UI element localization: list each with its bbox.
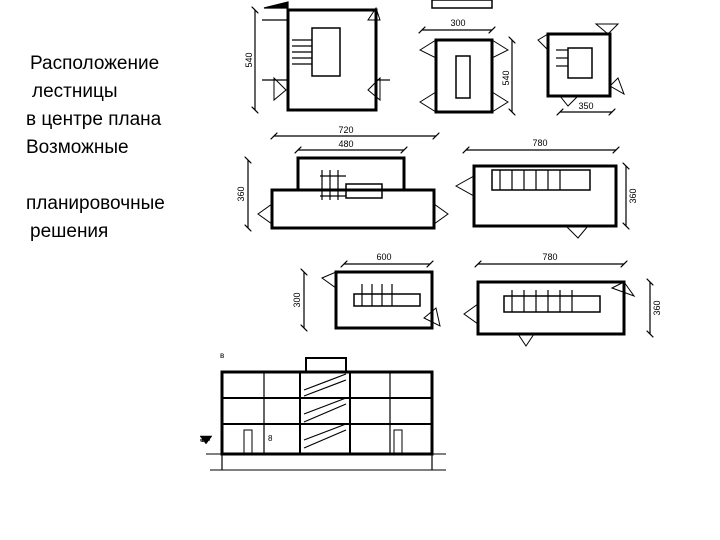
plan-4 [248, 136, 449, 228]
caption-line-2: лестницы [32, 81, 118, 102]
dim-plan2-height: 540 [501, 70, 511, 85]
caption-line-7: решения [30, 221, 109, 242]
caption-line-4: Возможные [26, 137, 129, 158]
dim-plan3-width: 350 [578, 101, 593, 111]
dim-plan6-height: 300 [292, 292, 302, 307]
dim-plan4-height: 360 [236, 186, 246, 201]
dim-plan5-width: 780 [532, 138, 547, 148]
section-label-b: 8 [268, 434, 273, 443]
dim-plan4-inner: 480 [338, 139, 353, 149]
caption-line-3: в центре плана [26, 109, 162, 130]
plan-3 [537, 23, 625, 112]
section-mark: 1 [200, 435, 205, 444]
dim-plan4-outer: 720 [338, 125, 353, 135]
section-label-a: в [220, 351, 224, 360]
dimension-labels: 540 300 540 350 720 480 360 780 360 600 … [236, 18, 662, 316]
dim-plan7-width: 780 [542, 252, 557, 262]
plan-5 [454, 150, 626, 239]
plan-1 [255, 1, 390, 110]
caption-line-1: Расположение [30, 53, 160, 74]
plan-6 [304, 264, 441, 328]
building-section [199, 357, 446, 471]
caption-text: Расположение лестницы в центре плана Воз… [26, 50, 165, 246]
dim-plan6-width: 600 [376, 252, 391, 262]
caption-line-6: планировочные [26, 193, 165, 214]
dim-plan5-height: 360 [628, 188, 638, 203]
dim-plan1-height: 540 [244, 52, 254, 67]
dim-plan2-width: 300 [450, 18, 465, 28]
dim-plan7-height: 360 [652, 300, 662, 315]
plan-2 [420, 0, 512, 112]
plan-7 [463, 264, 650, 347]
